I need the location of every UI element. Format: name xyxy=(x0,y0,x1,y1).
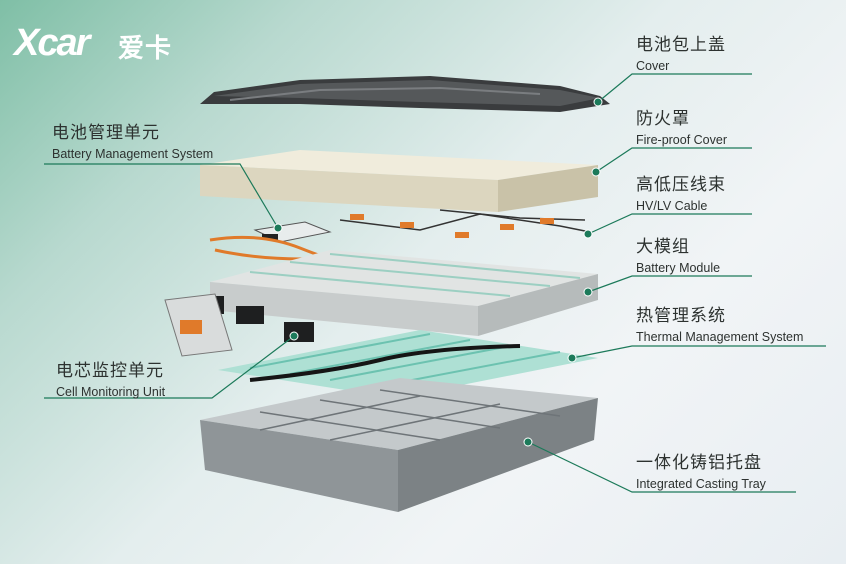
label-cable-zh: 高低压线束 xyxy=(636,175,726,195)
leader-tray xyxy=(527,441,796,493)
leader-cable xyxy=(587,213,752,235)
label-thermal-en: Thermal Management System xyxy=(636,329,804,344)
leader-lines xyxy=(44,73,826,493)
leader-cable-dot xyxy=(583,229,593,239)
leader-module xyxy=(587,275,752,293)
leader-fireproof-dot xyxy=(591,167,601,177)
leader-module-dot xyxy=(583,287,593,297)
label-tray-en: Integrated Casting Tray xyxy=(636,476,766,491)
label-fireproof-cover-zh: 防火罩 xyxy=(636,109,690,129)
leader-cover-dot xyxy=(593,97,603,107)
leader-thermal xyxy=(571,345,826,359)
leader-tray-dot xyxy=(523,437,533,447)
label-cmu-zh: 电芯监控单元 xyxy=(56,361,164,381)
battery-module-part xyxy=(164,250,598,357)
label-bms: 电池管理单元 Battery Management System xyxy=(52,124,213,161)
leader-cmu-dot xyxy=(289,331,299,341)
label-cmu-en: Cell Monitoring Unit xyxy=(56,384,166,399)
label-tray-zh: 一体化铸铝托盘 xyxy=(636,453,762,473)
label-tray: 一体化铸铝托盘 Integrated Casting Tray xyxy=(636,454,766,491)
logo-zh: 爱卡 xyxy=(118,34,173,64)
label-cover-en: Cover xyxy=(636,58,670,73)
leader-cover xyxy=(597,73,752,103)
fireproof-cover-part xyxy=(200,150,598,212)
label-thermal-zh: 热管理系统 xyxy=(636,306,726,326)
thermal-system-part xyxy=(218,330,598,398)
leader-thermal-dot xyxy=(567,353,577,363)
label-fireproof-cover-en: Fire-proof Cover xyxy=(636,132,727,147)
cover-part xyxy=(200,76,610,112)
label-battery-module-en: Battery Module xyxy=(636,260,721,275)
logo-mark: Xcar xyxy=(14,22,90,64)
label-cmu: 电芯监控单元 Cell Monitoring Unit xyxy=(56,362,165,399)
leader-bms-dot xyxy=(273,223,283,233)
label-cable: 高低压线束 HV/LV Cable xyxy=(636,176,726,213)
label-cover-zh: 电池包上盖 xyxy=(636,35,726,55)
leader-bms xyxy=(44,163,279,229)
leader-cmu xyxy=(44,335,295,399)
label-cable-en: HV/LV Cable xyxy=(636,198,708,213)
xcar-logo: Xcar 爱卡 xyxy=(14,22,184,66)
label-bms-en: Battery Management System xyxy=(52,146,214,161)
label-cover: 电池包上盖 Cover xyxy=(636,36,726,73)
leader-fireproof xyxy=(595,147,752,173)
label-battery-module: 大模组 Battery Module xyxy=(636,238,720,275)
casting-tray-part xyxy=(200,378,598,512)
label-battery-module-zh: 大模组 xyxy=(636,237,690,257)
label-bms-zh: 电池管理单元 xyxy=(52,123,160,143)
label-thermal: 热管理系统 Thermal Management System xyxy=(636,307,803,344)
label-fireproof-cover: 防火罩 Fire-proof Cover xyxy=(636,110,727,147)
